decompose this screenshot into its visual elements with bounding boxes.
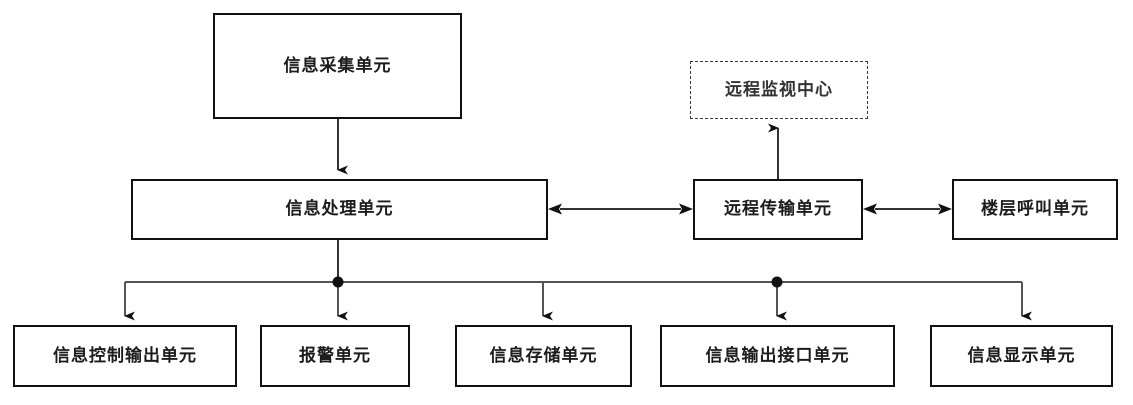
node-floor-call-unit[interactable]: 楼层呼叫单元: [952, 179, 1118, 240]
node-label-info-output-interface-unit: 信息输出接口单元: [705, 345, 850, 366]
node-info-processing-unit[interactable]: 信息处理单元: [131, 179, 548, 240]
node-label-info-control-output-unit: 信息控制输出单元: [53, 345, 197, 366]
node-label-info-storage-unit: 信息存储单元: [489, 345, 598, 366]
node-remote-transmission-unit[interactable]: 远程传输单元: [693, 179, 863, 240]
node-info-collection-unit[interactable]: 信息采集单元: [213, 13, 462, 119]
junction-dot-right: [771, 276, 783, 288]
junction-dot-left: [332, 276, 344, 288]
node-label-info-display-unit: 信息显示单元: [967, 345, 1076, 366]
node-info-control-output-unit[interactable]: 信息控制输出单元: [13, 325, 237, 387]
node-info-output-interface-unit[interactable]: 信息输出接口单元: [660, 325, 895, 387]
node-label-alarm-unit: 报警单元: [299, 345, 371, 366]
node-info-storage-unit[interactable]: 信息存储单元: [455, 325, 632, 387]
node-label-remote-transmission-unit: 远程传输单元: [724, 199, 832, 220]
connector-processing-to-transmission: [548, 203, 693, 215]
node-label-floor-call-unit: 楼层呼叫单元: [981, 199, 1089, 220]
node-label-remote-monitoring-center: 远程监视中心: [725, 79, 833, 100]
node-label-info-processing-unit: 信息处理单元: [285, 199, 394, 220]
node-label-info-collection-unit: 信息采集单元: [283, 55, 392, 76]
node-info-display-unit[interactable]: 信息显示单元: [930, 325, 1113, 387]
node-alarm-unit[interactable]: 报警单元: [260, 325, 410, 387]
node-remote-monitoring-center[interactable]: 远程监视中心: [690, 61, 868, 119]
connector-transmission-to-floorcall: [863, 203, 952, 215]
